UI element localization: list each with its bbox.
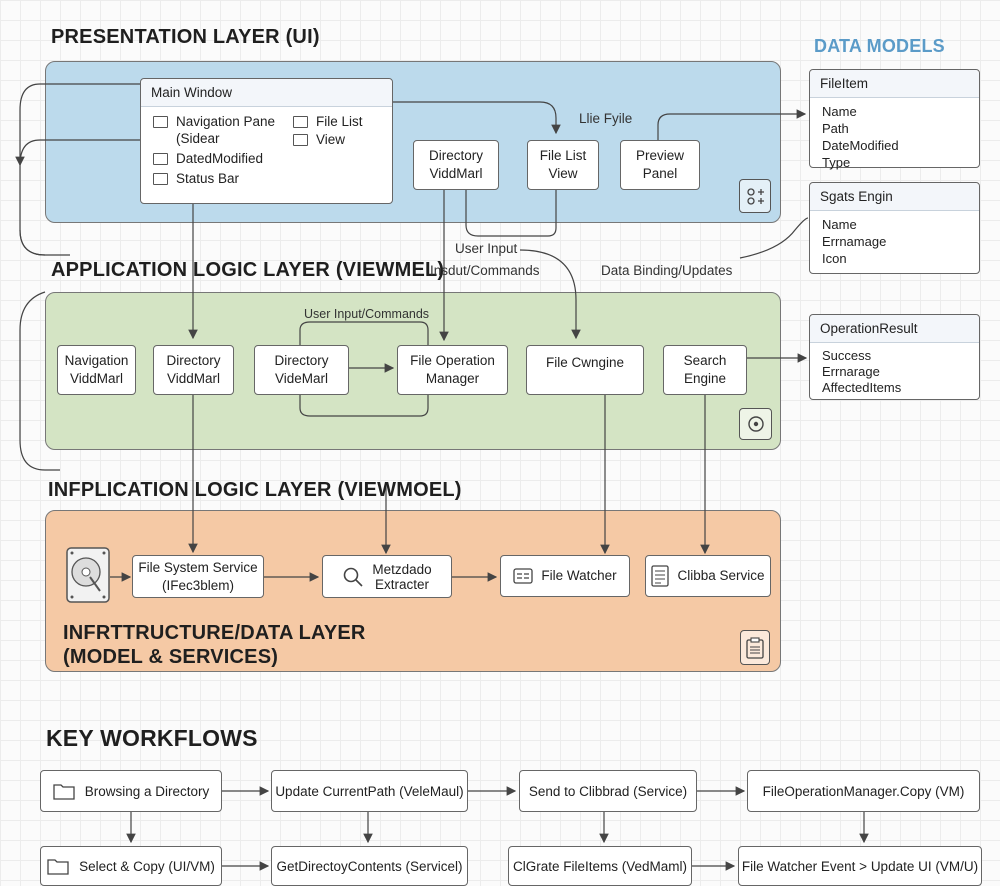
presentation-icon	[739, 179, 771, 213]
folder-icon	[293, 116, 308, 129]
user-input-label: User Input	[455, 241, 518, 256]
data-models-heading: DATA MODELS	[814, 36, 945, 56]
sidebar-label: (Sidear	[176, 131, 220, 146]
workflow-select-copy: Select & Copy (UI/VM)	[40, 846, 222, 886]
sgats-engin-fields: Name Errnamage Icon	[822, 217, 887, 266]
date-modified-label: DatedModified	[176, 151, 264, 166]
file-watcher: File Watcher	[500, 555, 630, 597]
navigation-vm: Navigation ViddMarl	[57, 345, 136, 395]
nav-pane-label: Navigation Pane	[176, 114, 276, 129]
infrastructure-heading-line2: (MODEL & SERVICES)	[63, 646, 279, 668]
data-binding-label: Data Binding/Updates	[601, 263, 733, 278]
main-window-panel: Main Window Navigation Pane (Sidear Date…	[140, 78, 393, 204]
status-bar-item: Status Bar	[153, 170, 275, 187]
search-icon	[747, 416, 764, 432]
folder-icon	[153, 116, 168, 129]
status-icon	[153, 173, 168, 186]
key-workflows-heading: KEY WORKFLOWS	[46, 725, 258, 751]
preview-panel-box: Preview Panel	[620, 140, 700, 190]
date-modified-item: DatedModified	[153, 150, 275, 167]
workflow-send-to-clipboard: Send to Clibbrad (Service)	[519, 770, 697, 812]
file-list-view-box: File List View	[527, 140, 599, 190]
folder-icon	[53, 784, 75, 800]
nav-pane-item: Navigation Pane	[153, 113, 275, 130]
workflow-update-current-path: Update CurrentPath (VeleMaul)	[271, 770, 468, 812]
operation-result-title: OperationResult	[810, 315, 979, 343]
drive-icon	[153, 153, 168, 166]
main-window-right-items: File List View	[293, 113, 363, 149]
watcher-icon	[513, 568, 534, 584]
sgats-engin-title: Sgats Engin	[810, 183, 979, 211]
infrastructure-heading-line1: INFRTTRUCTURE/DATA LAYER	[63, 622, 366, 644]
main-window-left-items: Navigation Pane (Sidear DatedModified St…	[153, 113, 275, 187]
sidebar-item: (Sidear	[153, 130, 275, 147]
operation-result-fields: Success Errnarage AffectedItems	[822, 348, 902, 395]
workflow-browsing-directory: Browsing a Directory	[40, 770, 222, 812]
file-operation-manager: File Operation Manager	[397, 345, 508, 395]
folder-icon	[293, 134, 308, 147]
application-directory-vm: Directory ViddMarl	[153, 345, 234, 395]
file-system-service: File System Service (IFec3blem)	[132, 555, 264, 598]
infrastructure-heading: INFRTTRUCTURE/DATA LAYER (MODEL & SERVIC…	[63, 621, 366, 669]
file-label: Llie Fyile	[579, 111, 633, 126]
file-list-label: File List	[316, 114, 363, 129]
clipboard-service: Clibba Service	[645, 555, 771, 597]
file-engine: File Cwngine	[526, 345, 644, 395]
view-label: View	[316, 132, 346, 147]
file-item-title: FileItem	[810, 70, 979, 98]
main-window-title: Main Window	[141, 79, 392, 107]
document-icon	[651, 565, 670, 587]
search-engine: Search Engine	[663, 345, 747, 395]
sgats-engin-model: Sgats Engin Name Errnamage Icon	[809, 182, 980, 274]
infrastructure-icon	[740, 630, 770, 665]
grid-icon	[747, 188, 764, 205]
file-item-model: FileItem Name Path DateModified Type	[809, 69, 980, 170]
infplication-heading: INFPLICATION LOGIC LAYER (VIEWMOEL)	[48, 479, 462, 501]
hard-drive-icon	[66, 547, 110, 608]
file-list-item: File List	[293, 113, 363, 131]
workflow-file-op-copy: FileOperationManager.Copy (VM)	[747, 770, 980, 812]
workflow-file-watcher-event: File Watcher Event > Update UI (VM/U)	[738, 846, 982, 886]
application-heading: APPLICATION LOGIC LAYER (VIEWMEL)	[51, 259, 445, 281]
status-bar-label: Status Bar	[176, 171, 240, 186]
file-item-fields: Name Path DateModified Type	[822, 104, 899, 170]
magnifier-icon	[344, 567, 363, 587]
folder-icon	[47, 859, 69, 875]
user-input-commands-label: User Input/Commands	[304, 307, 430, 321]
view-item: View	[293, 131, 363, 149]
application-icon	[739, 408, 772, 440]
clipboard-icon	[746, 636, 764, 659]
presentation-directory-vm: Directory ViddMarl	[413, 140, 499, 190]
workflow-create-file-items: ClGrate FileItems (VedMaml)	[508, 846, 692, 886]
operation-result-model: OperationResult Success Errnarage Affect…	[809, 314, 980, 400]
application-directory-vm-2: Directory VideMarl	[254, 345, 349, 395]
input-commands-label: Insdut/Commands	[430, 263, 540, 278]
workflow-get-directory-contents: GetDirectoyContents (Servicel)	[271, 846, 468, 886]
presentation-heading: PRESENTATION LAYER (UI)	[51, 26, 320, 48]
